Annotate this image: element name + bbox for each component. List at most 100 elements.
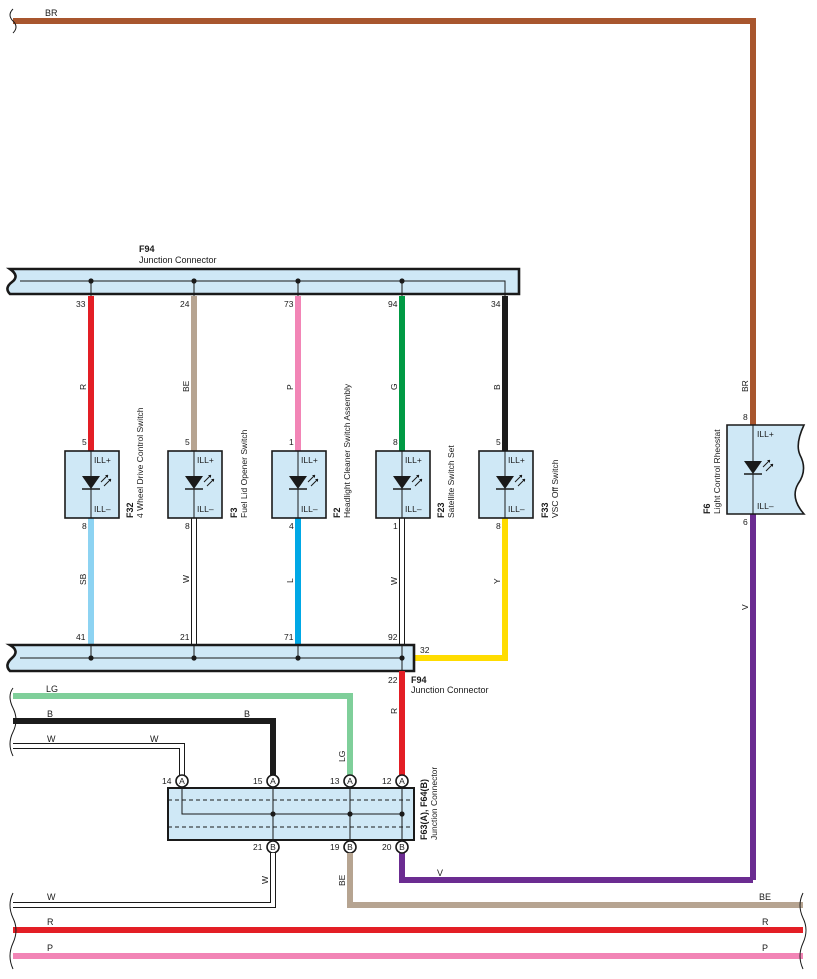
f3-in-pin: 5	[185, 437, 190, 447]
switch-f33	[478, 450, 534, 519]
f94-top-name: Junction Connector	[139, 255, 217, 265]
rheostat-wire-in: BR	[740, 380, 750, 392]
f23-top-pin: 94	[388, 299, 398, 309]
f33-out-pin: 8	[496, 521, 501, 531]
f3-bottom-pin: 21	[180, 632, 190, 642]
f94-junction-connector-bottom	[5, 643, 416, 673]
f3-code: F3	[229, 507, 239, 518]
f94-pin-22: 22	[388, 675, 398, 685]
f32-top-pin: 33	[76, 299, 86, 309]
f33-bottom-wire: Y	[492, 578, 502, 584]
break-mark-left-lower	[9, 892, 17, 970]
switch-f32	[64, 450, 120, 519]
f33-name: VSC Off Switch	[550, 459, 560, 518]
f32-name: 4 Wheel Drive Control Switch	[135, 407, 145, 518]
rheostat-ill-plus: ILL+	[757, 429, 774, 439]
ill-minus-f23: ILL–	[405, 504, 422, 514]
switch-f2	[271, 450, 327, 519]
wire-br-feed	[13, 18, 756, 428]
wire-w-bottom	[13, 853, 276, 908]
ill-plus-f23: ILL+	[405, 455, 422, 465]
wire-br-label: BR	[45, 8, 58, 18]
f32-bottom-wire: SB	[78, 573, 88, 585]
f3-top-pin: 24	[180, 299, 190, 309]
f94-bottom-name: Junction Connector	[411, 685, 489, 695]
f32-out-pin: 8	[82, 521, 87, 531]
f33-code: F33	[540, 502, 550, 518]
switch-f23	[375, 450, 431, 519]
wire-lg-vert-label: LG	[337, 751, 347, 762]
wire-y-32	[414, 518, 508, 661]
ill-minus-f33: ILL–	[508, 504, 525, 514]
rheostat-pin-in: 8	[743, 412, 748, 422]
wire-lg-label: LG	[46, 684, 58, 694]
switch-f3	[167, 450, 223, 519]
wire-w-mid-label: W	[150, 734, 159, 744]
f32-code: F32	[125, 502, 135, 518]
jc-pin-19: 19	[330, 842, 340, 852]
jc-pin-12-marker	[395, 774, 409, 788]
f63-f64-code: F63(A), F64(B)	[419, 779, 429, 840]
f23-bottom-wire: W	[389, 577, 399, 585]
jc-a-15: A	[270, 776, 276, 786]
jc-pin-14: 14	[162, 776, 172, 786]
rheostat-pin-out: 6	[743, 517, 748, 527]
break-mark-right-lower	[799, 892, 807, 970]
f33-top-pin: 34	[491, 299, 501, 309]
f23-top-wire: G	[389, 383, 399, 390]
wire-w-left-label: W	[47, 734, 56, 744]
f2-in-pin: 1	[289, 437, 294, 447]
jc-pin-15: 15	[253, 776, 263, 786]
f2-name: Headlight Cleaner Switch Assembly	[342, 383, 352, 518]
wire-b	[13, 718, 276, 775]
f94-bottom-code: F94	[411, 675, 427, 685]
jc-pin-15-marker	[266, 774, 280, 788]
rheostat-wire-out: V	[740, 604, 750, 610]
jc-b-19: B	[347, 842, 353, 852]
wire-b-left-label: B	[47, 709, 53, 719]
wire-w-21-label: W	[260, 876, 270, 884]
ill-plus-f33: ILL+	[508, 455, 525, 465]
f3-top-wire: BE	[181, 380, 191, 392]
f6-code: F6	[702, 503, 712, 514]
f2-top-pin: 73	[284, 299, 294, 309]
f94-top-code: F94	[139, 244, 155, 254]
rheostat-ill-minus: ILL–	[757, 501, 774, 511]
f2-code: F2	[332, 507, 342, 518]
break-mark-br	[9, 8, 17, 34]
f2-top-wire: P	[285, 384, 295, 390]
light-control-rheostat-f6	[726, 424, 806, 515]
wire-w-14	[13, 743, 185, 775]
ill-plus-f2: ILL+	[301, 455, 318, 465]
jc-a-13: A	[347, 776, 353, 786]
f2-bottom-pin: 71	[284, 632, 294, 642]
bottom-p-right-label: P	[762, 943, 768, 953]
jc-a-12: A	[399, 776, 405, 786]
f32-bottom-pin: 41	[76, 632, 86, 642]
f23-code: F23	[436, 502, 446, 518]
wire-v-20-label: V	[437, 868, 443, 878]
ill-plus-f32: ILL+	[94, 455, 111, 465]
f3-out-pin: 8	[185, 521, 190, 531]
jc-a-14: A	[179, 776, 185, 786]
f23-bottom-pin: 92	[388, 632, 398, 642]
jc-pin-20: 20	[382, 842, 392, 852]
ill-minus-f3: ILL–	[197, 504, 214, 514]
wire-lg	[13, 693, 353, 775]
f23-in-pin: 8	[393, 437, 398, 447]
jc-b-21: B	[270, 842, 276, 852]
jc-pin-20-marker	[395, 840, 409, 854]
f23-out-pin: 1	[393, 521, 398, 531]
bottom-w-label: W	[47, 892, 56, 902]
f6-name: Light Control Rheostat	[712, 429, 722, 514]
jc-pin-13-marker	[343, 774, 357, 788]
f32-top-wire: R	[78, 384, 88, 390]
break-mark-left-upper	[9, 687, 17, 757]
f33-top-wire: B	[492, 384, 502, 390]
bottom-p-left-label: P	[47, 943, 53, 953]
wire-b-mid-label: B	[244, 709, 250, 719]
f94-junction-connector-top	[5, 267, 521, 296]
wire-v-20	[399, 850, 753, 883]
f3-name: Fuel Lid Opener Switch	[239, 429, 249, 518]
